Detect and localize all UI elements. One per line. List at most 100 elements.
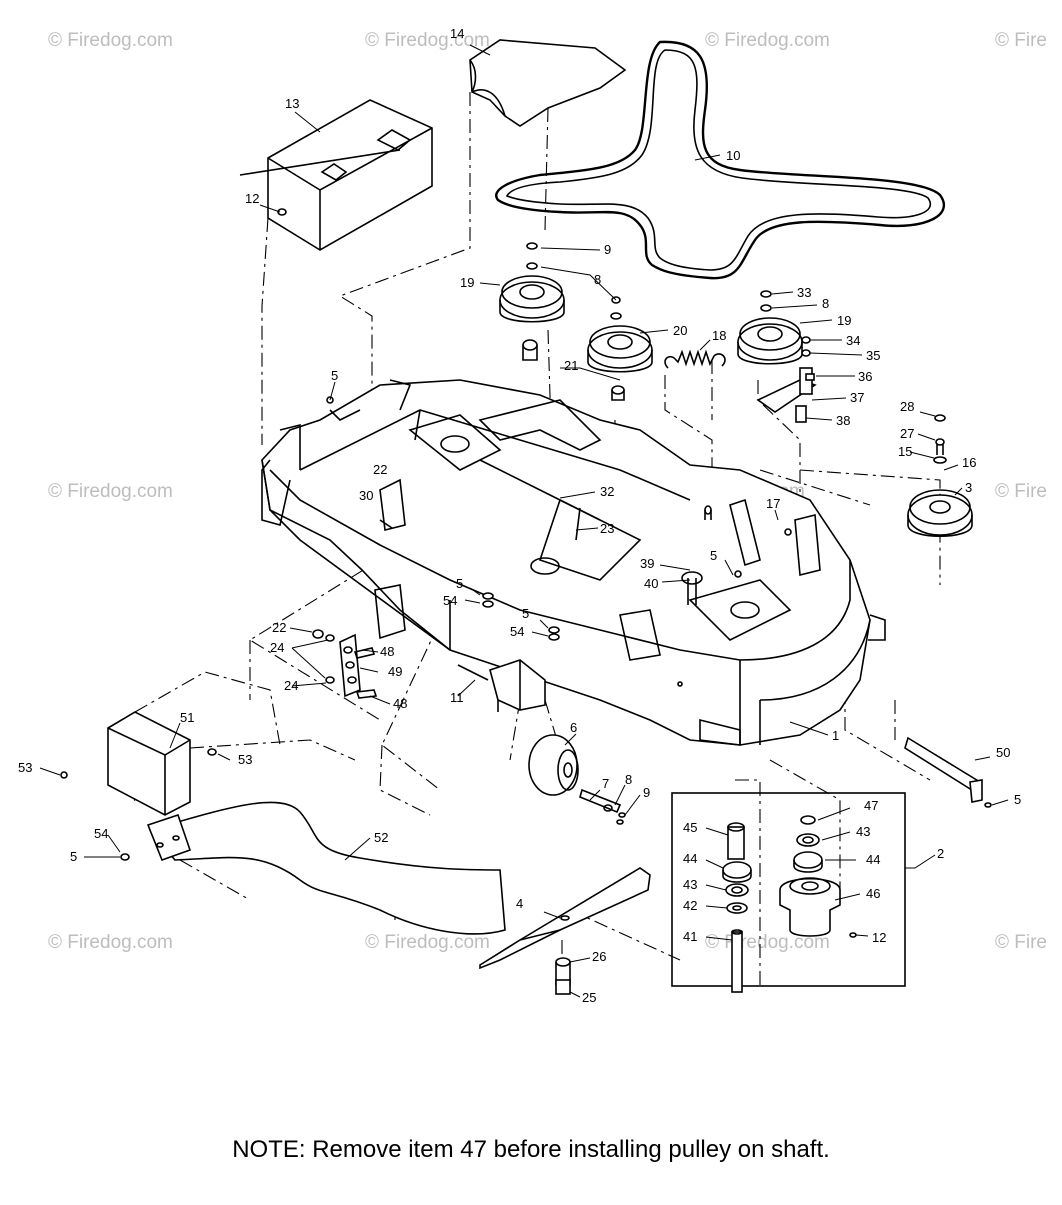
callout-48b: 48 (393, 696, 407, 711)
callout-37: 37 (850, 390, 864, 405)
watermark: © Firedog.com (365, 932, 490, 953)
callout-38: 38 (836, 413, 850, 428)
callout-9b: 9 (643, 785, 650, 800)
callout-5c: 5 (456, 576, 463, 591)
callout-22b: 22 (272, 620, 286, 635)
callout-5b: 5 (710, 548, 717, 563)
callout-20: 20 (673, 323, 687, 338)
deflector-part (107, 711, 506, 935)
callout-3: 3 (965, 480, 972, 495)
callout-22: 22 (373, 462, 387, 477)
callout-15: 15 (898, 444, 912, 459)
callout-26: 26 (592, 949, 606, 964)
watermark: © Firedog.com (365, 30, 490, 51)
watermark: © Firedog.com (705, 30, 830, 51)
callout-34: 34 (846, 333, 860, 348)
callout-2: 2 (937, 846, 944, 861)
spring-part (664, 349, 726, 369)
callout-41: 41 (683, 929, 697, 944)
watermark: © Firedog.com (48, 481, 173, 502)
callout-53b: 53 (238, 752, 252, 767)
callout-47: 47 (864, 798, 878, 813)
callout-43: 43 (683, 877, 697, 892)
callout-43b: 43 (856, 824, 870, 839)
callout-5f: 5 (70, 849, 77, 864)
callout-4: 4 (516, 896, 523, 911)
callout-6: 6 (570, 720, 577, 735)
pulley-right-part (737, 317, 803, 365)
callout-28: 28 (900, 399, 914, 414)
callout-17: 17 (766, 496, 780, 511)
callout-5e: 5 (1014, 792, 1021, 807)
pulley-left-part (499, 275, 565, 361)
callout-24b: 24 (284, 678, 298, 693)
callout-8c: 8 (625, 772, 632, 787)
callout-50: 50 (996, 745, 1010, 760)
callout-8b: 8 (822, 296, 829, 311)
pulley-drive-part (907, 440, 973, 538)
callout-23: 23 (600, 521, 614, 536)
watermark: © Firedog.com (48, 30, 173, 51)
rail-part (904, 736, 983, 803)
bracket-part (489, 659, 546, 712)
spindle-assembly-part (671, 792, 906, 993)
callout-7: 7 (602, 776, 609, 791)
caster-wheel-part (528, 734, 626, 818)
callout-44: 44 (683, 851, 697, 866)
pulley-center-part (587, 325, 653, 401)
hardware-part (60, 208, 992, 938)
callout-1: 1 (832, 728, 839, 743)
deck-housing-part (261, 379, 886, 746)
callout-10: 10 (726, 148, 740, 163)
callout-42: 42 (683, 898, 697, 913)
callout-9: 9 (604, 242, 611, 257)
callout-5d: 5 (522, 606, 529, 621)
callout-11: 11 (450, 690, 464, 705)
callout-labels: 14 13 10 12 9 8 19 20 21 18 33 8 19 34 3… (18, 26, 1021, 1005)
watermark: © Fire (995, 481, 1047, 502)
idler-arm-part (756, 367, 817, 423)
callout-5: 5 (331, 368, 338, 383)
callout-13: 13 (285, 96, 299, 111)
callout-44b: 44 (866, 852, 880, 867)
callout-24: 24 (270, 640, 284, 655)
callout-8: 8 (594, 272, 601, 287)
callout-51: 51 (180, 710, 194, 725)
callout-19: 19 (460, 275, 474, 290)
blade-part (479, 867, 651, 970)
callout-52: 52 (374, 830, 388, 845)
leader-lines (39, 44, 1009, 998)
callout-30: 30 (359, 488, 373, 503)
callout-21: 21 (564, 358, 578, 373)
callout-12b: 12 (872, 930, 886, 945)
callout-39: 39 (640, 556, 654, 571)
callout-54: 54 (443, 593, 457, 608)
callout-54c: 54 (94, 826, 108, 841)
callout-46: 46 (866, 886, 880, 901)
brace-part (312, 629, 378, 699)
callout-14: 14 (450, 26, 464, 41)
callout-18: 18 (712, 328, 726, 343)
callout-48: 48 (380, 644, 394, 659)
callout-53: 53 (18, 760, 32, 775)
callout-32: 32 (600, 484, 614, 499)
callout-27: 27 (900, 426, 914, 441)
callout-45: 45 (683, 820, 697, 835)
installation-note: NOTE: Remove item 47 before installing p… (232, 1136, 830, 1163)
callout-49: 49 (388, 664, 402, 679)
callout-33: 33 (797, 285, 811, 300)
shield-part (239, 99, 433, 251)
callout-25: 25 (582, 990, 596, 1005)
blade-bolt-part (555, 957, 571, 995)
callout-19b: 19 (837, 313, 851, 328)
callout-54b: 54 (510, 624, 524, 639)
watermark: © Fire (995, 932, 1047, 953)
callout-35: 35 (866, 348, 880, 363)
callout-16: 16 (962, 455, 976, 470)
watermark: © Fire (995, 30, 1047, 51)
callout-40: 40 (644, 576, 658, 591)
watermark: © Firedog.com (48, 932, 173, 953)
callout-12: 12 (245, 191, 259, 206)
belt-part (495, 40, 946, 280)
